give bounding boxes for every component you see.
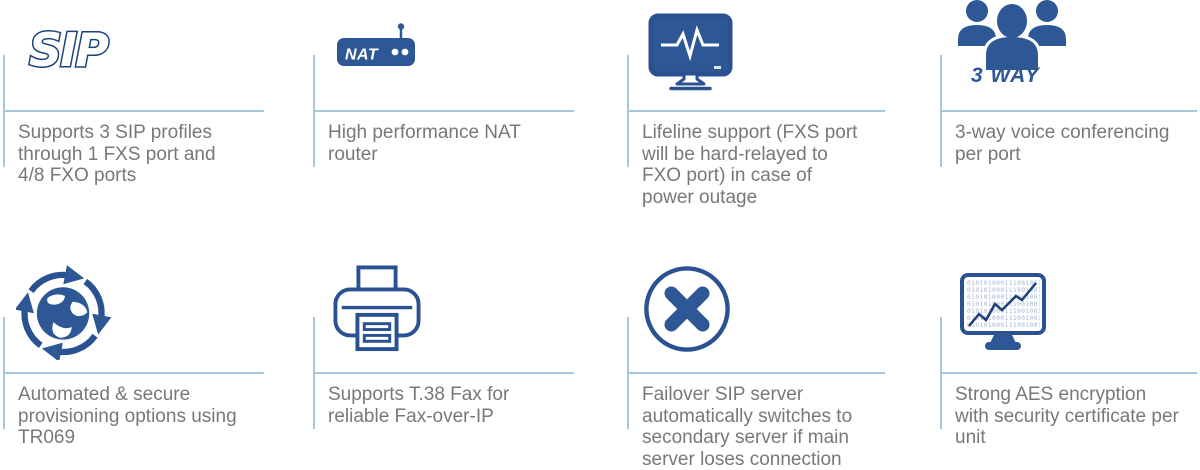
binary-pattern-text: 01010100011100100101010 bbox=[967, 315, 1047, 322]
feature-card-sip-profiles: SIP Supports 3 SIP profiles through 1 FX… bbox=[3, 0, 303, 230]
feature-card-three-way: 3 WAY 3-way voice conferencing per port bbox=[940, 0, 1200, 230]
fax-printer-icon bbox=[331, 264, 423, 359]
feature-text: Automated & secure provisioning options … bbox=[18, 384, 237, 448]
binary-pattern-text: 01010100011100100101010 bbox=[967, 301, 1047, 308]
feature-text: Supports 3 SIP profiles through 1 FXS po… bbox=[18, 122, 216, 186]
binary-pattern-text: 01010100011100100101010 bbox=[967, 287, 1047, 294]
divider-line bbox=[313, 110, 574, 112]
sip-logo-icon: SIP bbox=[26, 18, 118, 85]
feature-text: 3-way voice conferencing per port bbox=[955, 122, 1170, 165]
binary-pattern-text: 01010100011100100101010 bbox=[967, 280, 1047, 287]
divider-line bbox=[627, 372, 885, 374]
feature-text: Supports T.38 Fax for reliable Fax-over-… bbox=[328, 384, 510, 427]
feature-text: High performance NAT router bbox=[328, 122, 521, 165]
divider-line bbox=[313, 372, 574, 374]
divider-line bbox=[627, 110, 885, 112]
globe-sync-icon bbox=[14, 263, 113, 365]
feature-card-failover: Failover SIP server automatically switch… bbox=[627, 262, 927, 470]
binary-pattern-text: 01010100011100100101010 bbox=[967, 294, 1047, 301]
failover-x-icon bbox=[642, 264, 732, 359]
feature-card-aes-encryption: 01010100011100100101010 0101010001110010… bbox=[940, 262, 1200, 469]
people-3way-icon bbox=[956, 0, 1068, 75]
feature-card-provisioning: Automated & secure provisioning options … bbox=[3, 262, 303, 469]
divider-line bbox=[940, 110, 1197, 112]
feature-text: Strong AES encryption with security cert… bbox=[955, 384, 1179, 448]
encryption-monitor-icon: 01010100011100100101010 0101010001110010… bbox=[959, 272, 1047, 359]
nat-router-icon: NAT bbox=[335, 22, 430, 77]
binary-pattern-text: 01010100011100100101010 bbox=[967, 308, 1047, 315]
feature-card-t38-fax: Supports T.38 Fax for reliable Fax-over-… bbox=[313, 262, 613, 469]
nat-label-text: NAT bbox=[345, 47, 379, 64]
feature-text: Lifeline support (FXS port will be hard-… bbox=[642, 122, 858, 208]
feature-text: Failover SIP server automatically switch… bbox=[642, 384, 853, 470]
sip-logo-text: SIP bbox=[29, 23, 109, 77]
lifeline-monitor-icon bbox=[648, 13, 733, 98]
divider-line bbox=[3, 372, 264, 374]
divider-line bbox=[940, 372, 1197, 374]
divider-line bbox=[3, 110, 264, 112]
three-way-label-text: 3 WAY bbox=[971, 64, 1040, 87]
feature-card-lifeline: Lifeline support (FXS port will be hard-… bbox=[627, 0, 927, 230]
feature-card-nat-router: NAT High performance NAT router bbox=[313, 0, 613, 230]
binary-pattern-text: 01010100011100100101010 bbox=[967, 322, 1047, 329]
